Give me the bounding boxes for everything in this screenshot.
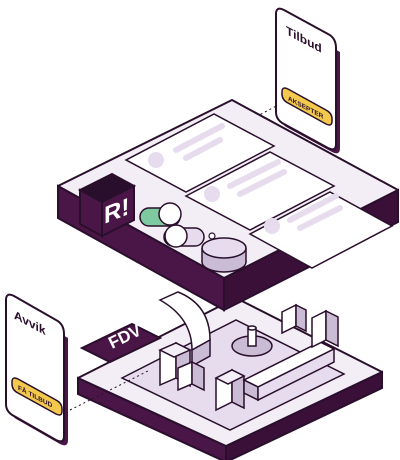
deviation-card: Avvik FÅ TILBUD bbox=[5, 293, 68, 446]
brand-logo: R! bbox=[77, 172, 137, 238]
content-cards bbox=[124, 113, 394, 269]
content-card bbox=[124, 113, 276, 193]
dial-knob[interactable] bbox=[201, 232, 247, 273]
bottom-platform: FDV bbox=[77, 291, 383, 460]
toggle-switch-off[interactable] bbox=[163, 224, 205, 248]
valve-knob bbox=[231, 325, 273, 357]
content-card bbox=[184, 151, 336, 231]
blocks bbox=[158, 303, 339, 412]
content-card bbox=[248, 191, 394, 269]
offer-card: Tilbud AKSEPTER bbox=[275, 7, 340, 154]
toggle-switch-on[interactable] bbox=[139, 202, 182, 227]
